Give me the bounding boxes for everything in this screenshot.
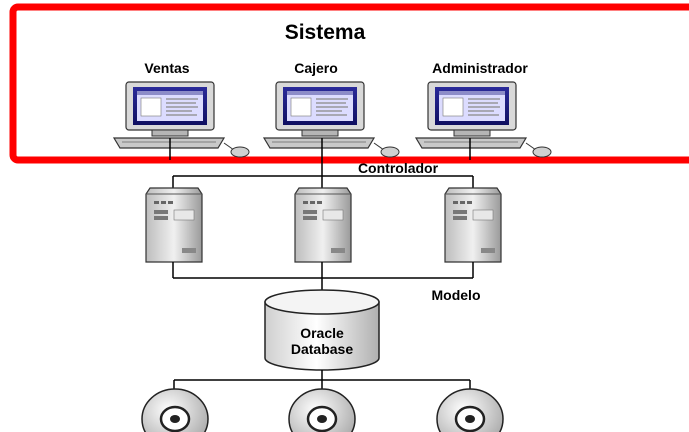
disc-icon <box>435 387 505 432</box>
database-cylinder-icon <box>264 289 380 371</box>
disc-icon <box>140 387 210 432</box>
computer-icon <box>113 81 250 158</box>
client-label-cajero: Cajero <box>294 60 338 76</box>
disc-icon <box>287 387 357 432</box>
client-label-administrador: Administrador <box>432 60 528 76</box>
client-connectors <box>169 138 471 176</box>
model-label: Modelo <box>432 287 481 303</box>
database-label-line2: Database <box>291 341 353 357</box>
sistema-highlight-frame <box>9 3 689 164</box>
computer-icon <box>415 81 552 158</box>
server-tower-icon <box>145 187 203 263</box>
controller-label: Controlador <box>358 160 439 176</box>
computer-icon <box>263 81 400 158</box>
database-label-line1: Oracle <box>300 325 344 341</box>
server-tower-icon <box>294 187 352 263</box>
server-tower-icon <box>444 187 502 263</box>
client-label-ventas: Ventas <box>144 60 189 76</box>
diagram-title: Sistema <box>285 21 366 44</box>
